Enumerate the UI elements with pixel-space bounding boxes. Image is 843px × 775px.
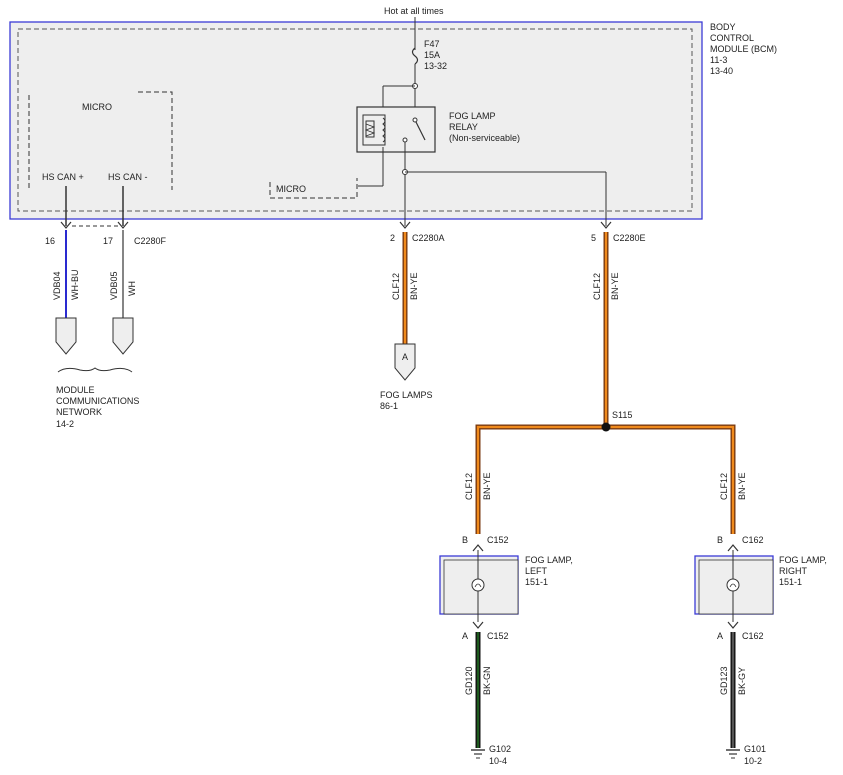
left-ground-ref: 10-4 [489,756,507,766]
right-bulb-icon [726,578,740,592]
bcm-module-box [9,21,703,220]
right-connector-in: C162 [742,535,764,545]
fog-lamps-ref-line-1: FOG LAMPS [380,390,433,400]
relay-output-node [402,137,408,143]
splice-branch-outer [475,424,736,534]
c2280e-label: C2280E [613,233,646,243]
can-minus-pin: 17 [103,236,113,246]
fuse-label-line-3: 13-32 [424,61,447,71]
right-ground-circuit: GD123 [719,666,729,695]
network-label-line-3: NETWORK [56,407,102,417]
right-ground-color: BK-GY [737,667,747,695]
right-bulb-filament [729,583,737,588]
can-plus-pin: 16 [45,236,55,246]
right-ground-ref: 10-2 [744,756,762,766]
hs-can-minus-label: HS CAN - [108,172,148,182]
bcm-label-line-1: BODY [710,22,736,32]
relay-coil-element [365,120,375,138]
hs-can-plus-label: HS CAN + [42,172,84,182]
c2280e-circuit-label: CLF12 [592,273,602,300]
wire2-color-label: WH [127,281,137,296]
left-color-label: BN-YE [482,472,492,500]
bcm-label-line-4: 11-3 [710,55,727,65]
relay-label-line-1: FOG LAMP [449,111,496,121]
network-label-line-1: MODULE [56,385,95,395]
right-ground-id: G101 [744,744,766,754]
bcm-module-inner-dashed [17,28,693,212]
relay-coil-loop [382,117,386,143]
left-ground-color: BK-GN [482,666,492,695]
fog-lamps-ref-line-2: 86-1 [380,401,398,411]
can-plus-terminal-pentagon [55,317,77,355]
right-lamp-label-1: FOG LAMP, [779,555,827,565]
relay-coil-outline [362,114,386,146]
left-pin-out: A [462,631,468,641]
fuse-label-line-1: F47 [424,39,440,49]
left-bulb-filament [474,583,482,588]
wire1-color-label: WH-BU [70,270,80,301]
right-connector-out: C162 [742,631,764,641]
network-label-line-4: 14-2 [56,419,74,429]
can-connector-label: C2280F [134,236,167,246]
bcm-label-line-3: MODULE (BCM) [710,44,777,54]
right-connector-out-arrow [727,621,739,629]
left-connector-out: C152 [487,631,509,641]
right-pin-in: B [717,535,723,545]
left-connector-in-arrow [472,544,484,552]
fog-lamps-ref-letter: A [402,352,408,362]
right-pin-out: A [717,631,723,641]
right-color-label: BN-YE [737,472,747,500]
hot-at-all-times-label: Hot at all times [384,6,444,16]
micro-left-label: MICRO [82,102,112,112]
c2280a-color-label: BN-YE [409,272,419,300]
left-lamp-label-1: FOG LAMP, [525,555,573,565]
bcm-label-line-2: CONTROL [710,33,754,43]
left-pin-in: B [462,535,468,545]
c2280a-connector-arrow [399,221,411,229]
relay-switch-contact [414,119,426,141]
right-circuit-label: CLF12 [719,473,729,500]
splice-s115-dot [601,422,611,432]
relay-switch-pivot [412,117,418,123]
left-ground-circuit: GD120 [464,666,474,695]
network-label-line-2: COMMUNICATIONS [56,396,139,406]
wire1-circuit-label: VDB04 [52,271,62,300]
can-minus-terminal-pentagon [112,317,134,355]
c2280a-label: C2280A [412,233,445,243]
right-lamp-label-3: 151-1 [779,577,802,587]
micro-left-dashed-block [28,91,173,190]
left-bulb-icon [471,578,485,592]
c2280e-pin: 5 [591,233,596,243]
left-lamp-label-3: 151-1 [525,577,548,587]
left-ground-id: G102 [489,744,511,754]
splice-label: S115 [612,410,632,420]
c2280a-pin: 2 [390,233,395,243]
right-lamp-label-2: RIGHT [779,566,808,576]
relay-coil-winding [364,123,376,137]
can-minus-connector-arrow [117,221,129,229]
micro-bottom-dashed-block [269,178,358,199]
fuse-label-line-2: 15A [424,50,440,60]
network-brace [57,367,133,373]
left-connector-in: C152 [487,535,509,545]
c2280e-connector-arrow [600,221,612,229]
micro-bottom-label: MICRO [276,184,306,194]
right-connector-in-arrow [727,544,739,552]
left-connector-out-arrow [472,621,484,629]
splice-branch-inner [476,425,735,534]
c2280e-color-label: BN-YE [610,272,620,300]
c2280a-circuit-label: CLF12 [391,273,401,300]
fog-lamps-ref-pentagon [394,343,416,381]
wire2-circuit-label: VDB05 [109,271,119,300]
relay-label-line-3: (Non-serviceable) [449,133,520,143]
bcm-label-line-5: 13-40 [710,66,733,76]
left-circuit-label: CLF12 [464,473,474,500]
can-plus-connector-arrow [60,221,72,229]
relay-label-line-2: RELAY [449,122,478,132]
fuse-f47-symbol [411,47,419,65]
left-lamp-label-2: LEFT [525,566,548,576]
